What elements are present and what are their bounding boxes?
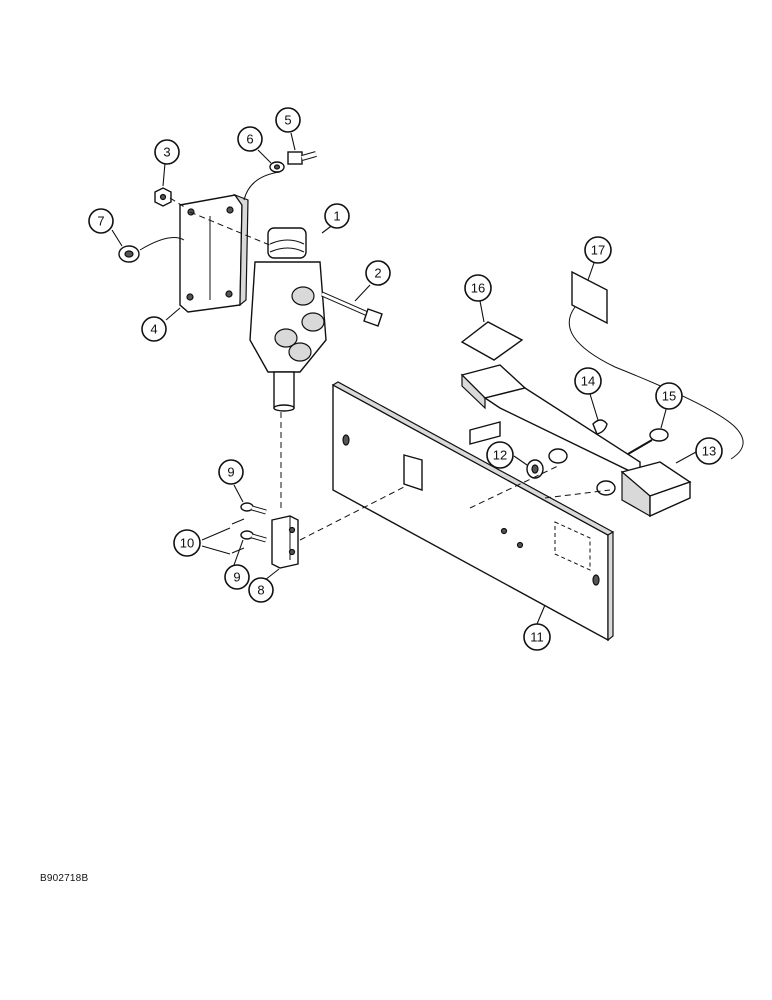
flange-nut <box>118 245 140 263</box>
decal-label <box>571 270 608 325</box>
callout-2: 2 <box>365 260 391 286</box>
valve-bolt <box>320 291 383 327</box>
callout-7: 7 <box>88 208 114 234</box>
svg-text:17: 17 <box>591 243 605 258</box>
callout-16: 16 <box>464 274 492 302</box>
lynch-pin <box>627 428 669 455</box>
svg-text:5: 5 <box>284 113 291 128</box>
svg-text:15: 15 <box>662 389 676 404</box>
svg-text:3: 3 <box>163 145 170 160</box>
callout-17: 17 <box>584 236 612 264</box>
callout-10: 10 <box>173 529 201 557</box>
svg-text:4: 4 <box>150 322 157 337</box>
svg-text:2: 2 <box>374 266 381 281</box>
callout-4: 4 <box>141 316 167 342</box>
callout-13: 13 <box>695 437 723 465</box>
mounting-bracket <box>179 193 249 313</box>
callout-8: 8 <box>248 577 274 603</box>
lock-washer <box>269 161 285 173</box>
svg-text:7: 7 <box>97 214 104 229</box>
callout-9-bottom: 9 <box>224 564 250 590</box>
cotter-pin <box>231 518 245 554</box>
assembly-lines <box>139 171 744 541</box>
callout-5: 5 <box>275 107 301 133</box>
svg-text:10: 10 <box>180 536 194 551</box>
figure-code: B902718B <box>40 873 89 884</box>
svg-text:6: 6 <box>246 132 253 147</box>
cover-plate <box>331 381 615 642</box>
svg-text:8: 8 <box>257 583 264 598</box>
hex-nut <box>154 187 172 207</box>
callout-3: 3 <box>154 139 180 165</box>
callout-1: 1 <box>324 203 350 229</box>
svg-text:14: 14 <box>581 374 595 389</box>
bushing <box>526 459 544 479</box>
callout-12: 12 <box>486 441 514 469</box>
svg-text:12: 12 <box>493 448 507 463</box>
control-valve <box>249 227 327 412</box>
svg-text:13: 13 <box>702 444 716 459</box>
decal-pad <box>460 321 524 361</box>
svg-text:9: 9 <box>227 465 234 480</box>
callout-6: 6 <box>237 126 263 152</box>
leader-lines <box>111 132 697 625</box>
svg-text:1: 1 <box>333 209 340 224</box>
clevis-block <box>271 515 299 569</box>
callout-9-top: 9 <box>218 459 244 485</box>
callout-11: 11 <box>523 623 551 651</box>
svg-text:16: 16 <box>471 281 485 296</box>
clevis-pin <box>240 502 267 543</box>
callout-15: 15 <box>655 382 683 410</box>
svg-text:9: 9 <box>233 570 240 585</box>
pedal-assembly <box>460 364 692 518</box>
callout-14: 14 <box>574 367 602 395</box>
retainer-clip <box>592 419 608 435</box>
cap-screw <box>287 151 317 165</box>
svg-text:11: 11 <box>530 630 544 645</box>
